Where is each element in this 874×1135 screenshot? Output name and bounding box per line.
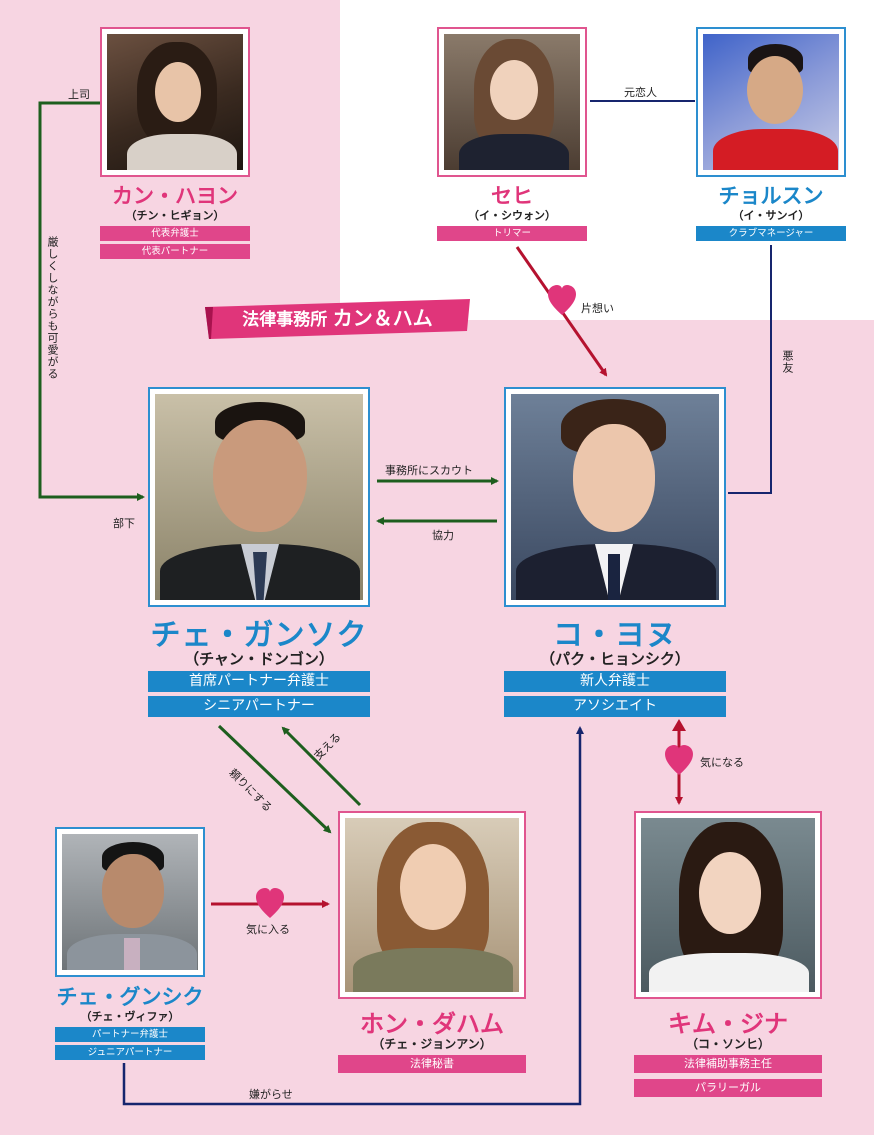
- firm-banner: 法律事務所 カン＆ハム: [205, 297, 470, 339]
- role-kang-hayon-2: 代表パートナー: [100, 244, 250, 259]
- photo-kang-hayon: [100, 27, 250, 177]
- line-harass: [122, 726, 584, 1106]
- photo-kim-jina: [634, 811, 822, 999]
- label-subordinate: 部下: [113, 517, 135, 530]
- panel-notch: [325, 0, 340, 340]
- name-che-gunsik: チェ・グンシク: [56, 985, 204, 1009]
- actor-sehi: （イ・シウォン）: [468, 209, 556, 222]
- actor-hong-daham: （チェ・ジョンアン）: [372, 1037, 492, 1051]
- line-boss-subordinate: [38, 101, 145, 501]
- label-likes: 気に入る: [246, 923, 290, 936]
- role-ko-yonu-1: 新人弁護士: [504, 671, 726, 692]
- line-rely-on: [217, 724, 332, 834]
- banner-name: カン＆ハム: [332, 306, 433, 330]
- photo-ko-yonu: [504, 387, 726, 607]
- label-cooperate: 協力: [432, 529, 454, 542]
- banner-prefix: 法律事務所: [242, 310, 328, 330]
- label-boss: 上司: [68, 88, 90, 101]
- photo-hong-daham: [338, 811, 526, 999]
- role-cholsun-1: クラブマネージャー: [696, 226, 846, 241]
- actor-ko-yonu: （パク・ヒョンシク）: [540, 650, 690, 668]
- name-che-gangsok: チェ・ガンソク: [150, 618, 368, 653]
- arrowhead-interested-up: [672, 719, 686, 731]
- photo-cholsun: [696, 27, 846, 177]
- label-interested: 気になる: [700, 756, 744, 769]
- label-scout: 事務所にスカウト: [385, 464, 473, 477]
- heart-icon: [548, 285, 576, 315]
- role-ko-yonu-2: アソシエイト: [504, 696, 726, 717]
- heart-icon: [256, 888, 284, 918]
- role-che-gangsok-2: シニアパートナー: [148, 696, 370, 717]
- role-sehi-1: トリマー: [437, 226, 587, 241]
- label-ex-lover: 元恋人: [624, 86, 657, 99]
- name-hong-daham: ホン・ダハム: [360, 1010, 504, 1038]
- role-kang-hayon-1: 代表弁護士: [100, 226, 250, 241]
- role-che-gunsik-1: パートナー弁護士: [55, 1027, 205, 1042]
- role-hong-daham-1: 法律秘書: [338, 1055, 526, 1073]
- actor-kim-jina: （コ・ソンヒ）: [685, 1037, 770, 1051]
- photo-sehi: [437, 27, 587, 177]
- role-kim-jina-2: パラリーガル: [634, 1079, 822, 1097]
- label-one-sided-love: 片想い: [581, 302, 614, 315]
- label-strict-but-cute: 厳しくしながらも可愛がる: [46, 236, 59, 380]
- heart-icon: [665, 745, 693, 775]
- label-harass: 嫌がらせ: [249, 1088, 293, 1101]
- actor-che-gunsik: （チェ・ヴィファ）: [80, 1010, 180, 1023]
- name-ko-yonu: コ・ヨヌ: [553, 618, 677, 653]
- photo-che-gunsik: [55, 827, 205, 977]
- role-che-gunsik-2: ジュニアパートナー: [55, 1045, 205, 1060]
- background-panel-main: [0, 320, 874, 1135]
- banner-ribbon: [205, 299, 470, 339]
- actor-cholsun: （イ・サンイ）: [732, 209, 810, 222]
- name-kang-hayon: カン・ハヨン: [112, 184, 238, 208]
- role-kim-jina-1: 法律補助事務主任: [634, 1055, 822, 1073]
- photo-che-gangsok: [148, 387, 370, 607]
- actor-kang-hayon: （チン・ヒギョン）: [125, 209, 225, 222]
- line-support: [281, 726, 362, 807]
- name-sehi: セヒ: [491, 184, 533, 208]
- name-cholsun: チョルスン: [718, 184, 824, 208]
- name-kim-jina: キム・ジナ: [668, 1010, 788, 1038]
- role-che-gangsok-1: 首席パートナー弁護士: [148, 671, 370, 692]
- label-bad-friend: 悪友: [781, 350, 794, 374]
- line-bad-friend: [728, 245, 772, 494]
- actor-che-gangsok: （チャン・ドンゴン）: [184, 650, 334, 668]
